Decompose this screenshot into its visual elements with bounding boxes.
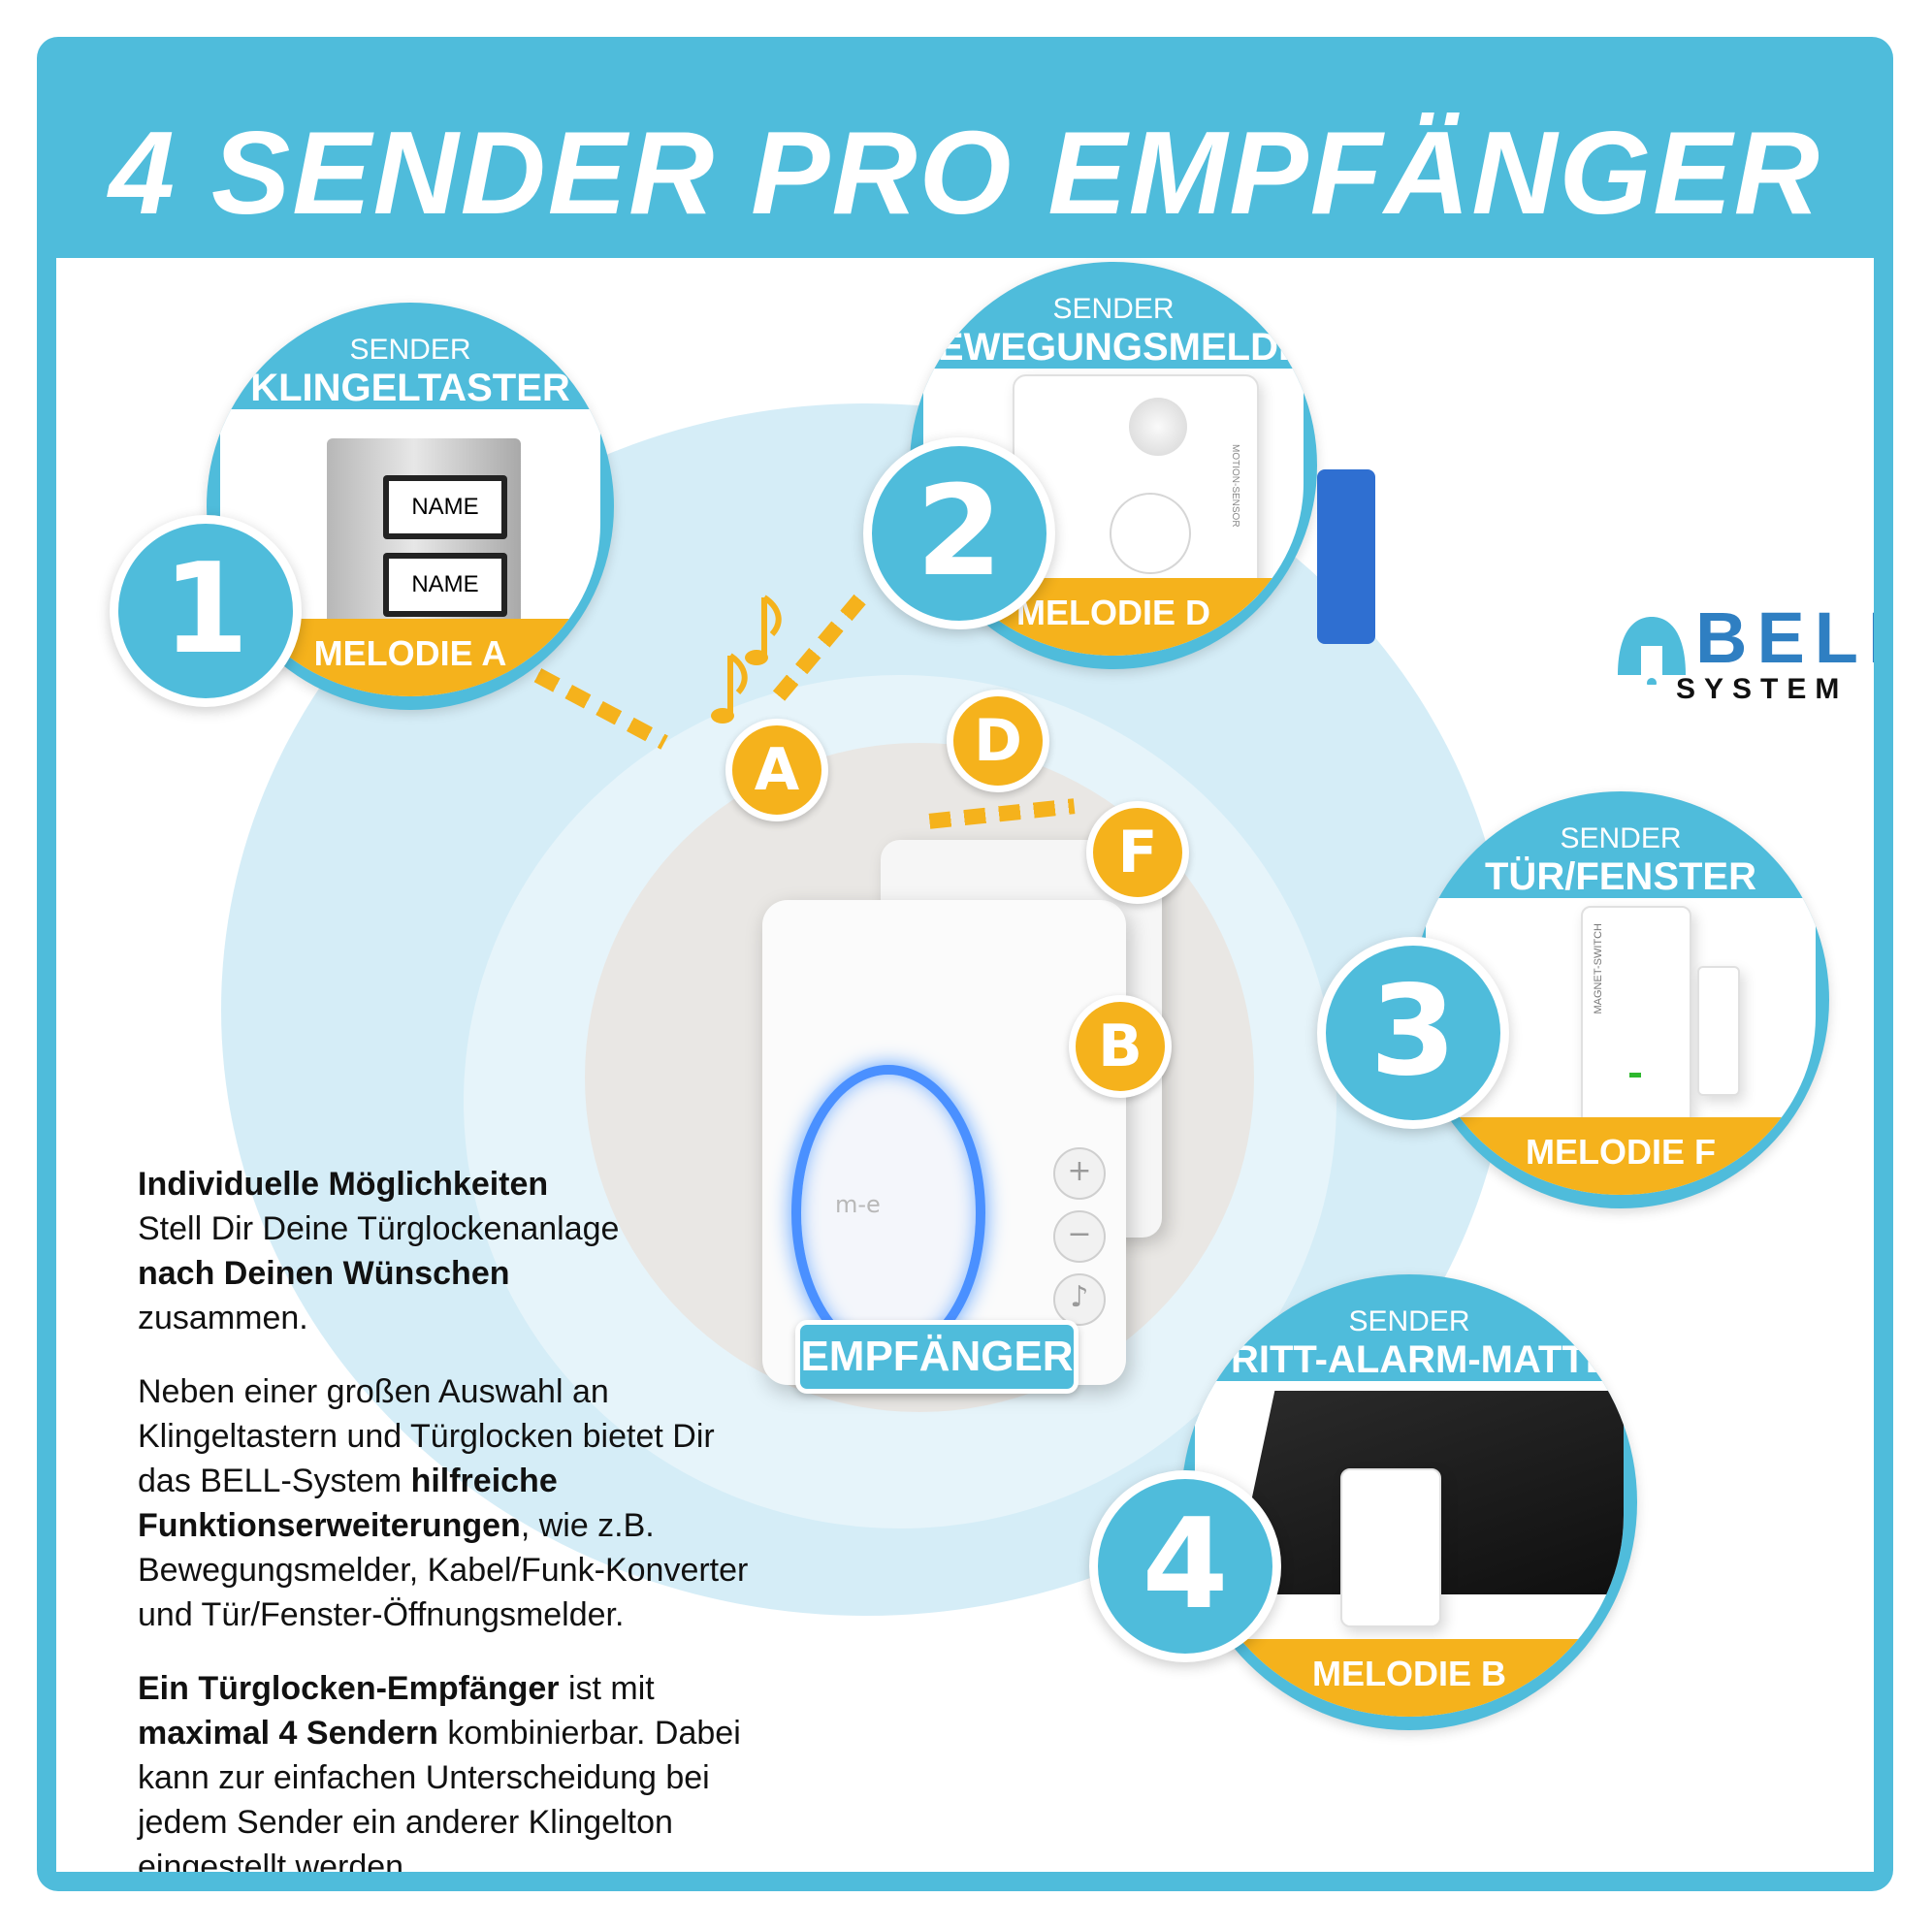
sender-title: KLINGELTASTER [250, 367, 570, 409]
paragraph-intro: Individuelle Möglichkeiten Stell Dir Dei… [138, 1166, 620, 1336]
brand-word: BELL [1695, 597, 1874, 678]
name-plate: NAME [383, 475, 507, 539]
melody-button[interactable]: ♪ [1053, 1273, 1106, 1326]
paragraph-features: Neben einer großen Auswahl an Klingeltas… [138, 1373, 749, 1633]
door-magnet [1697, 966, 1740, 1096]
melody-letter-a: A [725, 719, 828, 821]
sender-kicker: SENDER [1560, 822, 1682, 854]
receiver-brand-mark: m-e [835, 1191, 881, 1218]
receiver-label: EMPFÄNGER [795, 1320, 1079, 1394]
sender-tritt-alarm-matte: SENDER TRITT-ALARM-MATTE MELODIE B [1181, 1274, 1637, 1730]
description-text: Individuelle Möglichkeiten Stell Dir Dei… [138, 1162, 758, 1872]
receiver-light-ring [791, 1065, 985, 1361]
melody-letter-b: B [1069, 995, 1172, 1098]
infographic-frame: 4 SENDER PRO EMPFÄNGER m-e + − ♪ EMPFÄNG… [37, 37, 1893, 1891]
content-panel: m-e + − ♪ EMPFÄNGER A D F B SENDER KLING… [56, 258, 1874, 1872]
sender-title: TÜR/FENSTER [1485, 855, 1756, 898]
sensor-button [1110, 493, 1191, 574]
bell-icon [1618, 617, 1686, 685]
mat-transmitter [1340, 1468, 1441, 1627]
sender-number-2: 2 [863, 437, 1055, 629]
volume-down-button[interactable]: − [1053, 1210, 1106, 1263]
melody-label: MELODIE B [1195, 1639, 1624, 1717]
volume-up-button[interactable]: + [1053, 1147, 1106, 1200]
paragraph-combination: Ein Türglocken-Empfänger ist mit maximal… [138, 1670, 741, 1872]
sender-number-4: 4 [1089, 1470, 1281, 1662]
sender-kicker: SENDER [1348, 1305, 1470, 1337]
sender-title: BEWEGUNGSMELDER [910, 326, 1317, 369]
device-print: MAGNET-SWITCH [1593, 923, 1604, 1014]
sender-kicker: SENDER [1052, 293, 1175, 325]
melody-label: MELODIE F [1426, 1117, 1816, 1195]
receiver-device: m-e + − ♪ [762, 900, 1126, 1385]
sender-title: TRITT-ALARM-MATTE [1207, 1338, 1612, 1381]
sender-number-1: 1 [110, 515, 302, 707]
headline: 4 SENDER PRO EMPFÄNGER [109, 107, 1821, 239]
sender-kicker: SENDER [349, 334, 471, 366]
device-print: MOTION-SENSOR [1230, 444, 1240, 528]
door-sensor-device: MAGNET-SWITCH [1581, 906, 1691, 1152]
melody-letter-d: D [947, 690, 1049, 792]
mounting-bracket [1317, 469, 1375, 644]
sender-number-3: 3 [1317, 937, 1509, 1129]
bell-system-logo: BELL SYSTEM [1612, 599, 1874, 706]
melody-letter-f: F [1086, 801, 1189, 904]
music-notes-icon [711, 595, 782, 724]
status-led [1629, 1073, 1641, 1078]
brand-sub: SYSTEM [1676, 673, 1849, 705]
pir-lens [1129, 398, 1187, 456]
name-plate: NAME [383, 553, 507, 617]
